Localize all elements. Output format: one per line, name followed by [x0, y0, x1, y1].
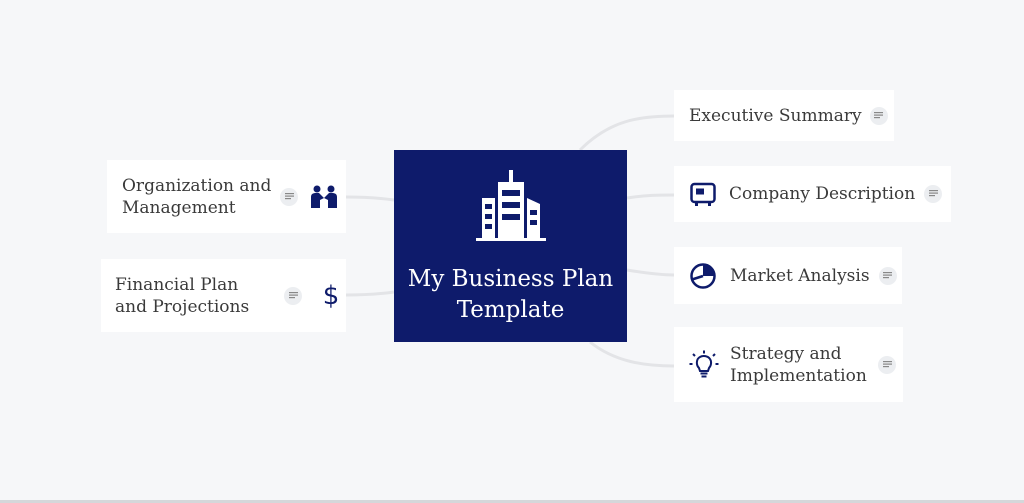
handshake-icon — [310, 185, 338, 209]
topic-company-description[interactable]: Company Description — [674, 166, 951, 222]
topic-executive-summary[interactable]: Executive Summary — [674, 90, 894, 141]
central-topic[interactable]: My Business Plan Template — [394, 150, 627, 342]
pie-chart-icon — [689, 262, 717, 290]
monitor-icon — [690, 181, 716, 207]
connector-company-description — [626, 193, 675, 200]
buildings-icon — [475, 168, 546, 242]
connector-executive-summary — [578, 114, 675, 152]
topic-organization-management[interactable]: Organization and Management — [107, 160, 346, 233]
note-icon[interactable] — [284, 286, 302, 305]
topic-label: Company Description — [729, 184, 916, 204]
note-icon[interactable] — [924, 185, 943, 203]
topic-label: Market Analysis — [730, 265, 870, 286]
bottom-divider — [0, 500, 1024, 503]
connector-financial — [345, 290, 395, 297]
connector-market-analysis — [626, 268, 675, 277]
central-title: My Business Plan Template — [407, 266, 614, 323]
topic-market-analysis[interactable]: Market Analysis — [674, 247, 902, 304]
topic-label: Executive Summary — [689, 105, 862, 126]
connector-organization — [345, 195, 395, 202]
note-icon[interactable] — [869, 106, 888, 125]
topic-label: Financial Plan and Projections — [115, 274, 250, 317]
topic-financial-plan[interactable]: Financial Plan and Projections $ — [101, 259, 346, 332]
connector-strategy — [589, 340, 675, 368]
topic-strategy-implementation[interactable]: Strategy and Implementation — [674, 327, 903, 402]
dollar-icon: $ — [322, 280, 340, 311]
note-icon[interactable] — [280, 187, 298, 206]
note-icon[interactable] — [878, 355, 896, 374]
note-icon[interactable] — [878, 266, 897, 285]
topic-label: Strategy and Implementation — [730, 343, 867, 386]
lightbulb-icon — [689, 350, 719, 380]
topic-label: Organization and Management — [122, 175, 272, 218]
